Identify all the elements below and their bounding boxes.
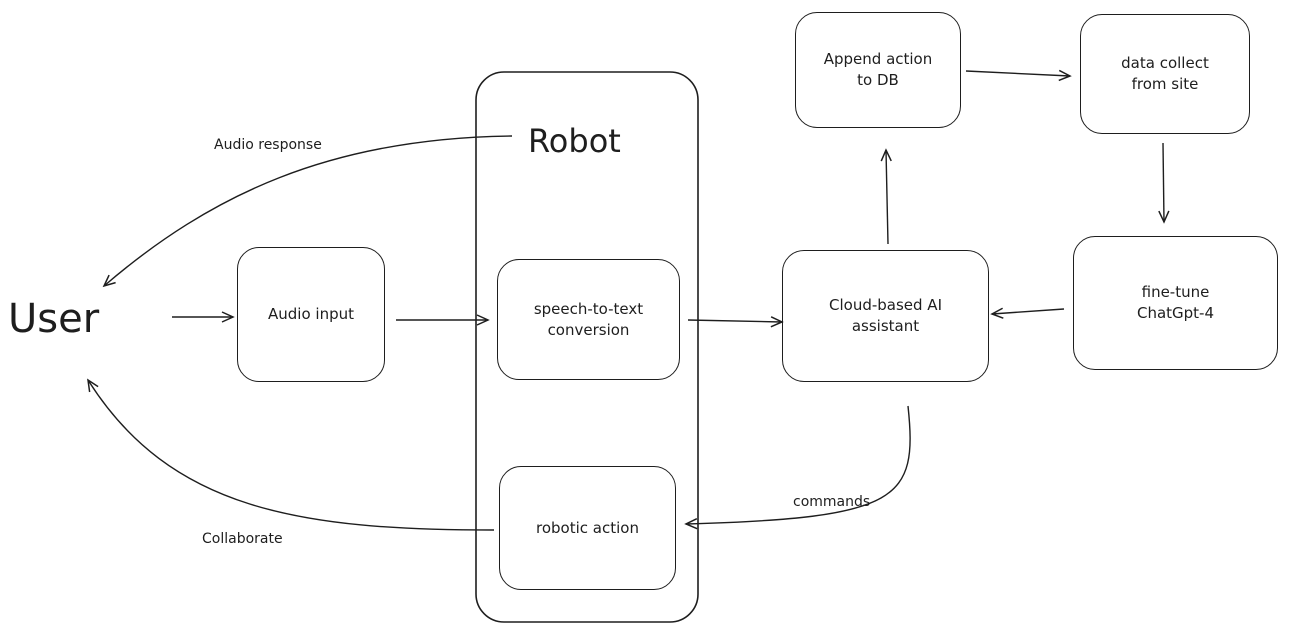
append-db-node: Append action to DB bbox=[795, 12, 961, 128]
robot-container bbox=[475, 71, 699, 623]
robotic-action-node: robotic action bbox=[499, 466, 676, 590]
data-collect-label: data collect from site bbox=[1121, 54, 1209, 93]
user-label: User bbox=[8, 296, 100, 342]
robotic-action-label: robotic action bbox=[536, 518, 639, 537]
fine-tune-label: fine-tune ChatGpt-4 bbox=[1136, 283, 1215, 322]
robot-title: Robot bbox=[528, 122, 621, 160]
fine-tune-node: fine-tune ChatGpt-4 bbox=[1073, 236, 1278, 370]
arrow-cloud-to-robotic-action bbox=[684, 405, 911, 530]
cloud-ai-node: Cloud-based AI assistant bbox=[782, 250, 989, 382]
audio-response-label: Audio response bbox=[214, 137, 322, 153]
audio-input-label: Audio input bbox=[268, 305, 354, 323]
arrow-speech-to-cloud bbox=[687, 316, 784, 328]
commands-label: commands bbox=[793, 494, 871, 510]
append-db-label: Append action to DB bbox=[823, 50, 933, 89]
audio-input-node: Audio input bbox=[237, 247, 385, 382]
arrow-cloud-to-append bbox=[880, 148, 892, 245]
arrow-append-to-datacollect bbox=[965, 69, 1072, 82]
cloud-ai-label: Cloud-based AI assistant bbox=[829, 296, 942, 335]
speech-to-text-node: speech-to-text conversion bbox=[497, 259, 680, 380]
arrow-finetune-to-cloud bbox=[990, 307, 1065, 319]
arrow-robot-to-user-audio-response bbox=[102, 135, 513, 288]
arrow-datacollect-to-finetune bbox=[1158, 142, 1170, 224]
arrow-robotic-action-to-user-collaborate bbox=[87, 378, 495, 531]
speech-to-text-label: speech-to-text conversion bbox=[533, 299, 644, 339]
data-collect-node: data collect from site bbox=[1080, 14, 1250, 134]
collaborate-label: Collaborate bbox=[202, 531, 283, 547]
